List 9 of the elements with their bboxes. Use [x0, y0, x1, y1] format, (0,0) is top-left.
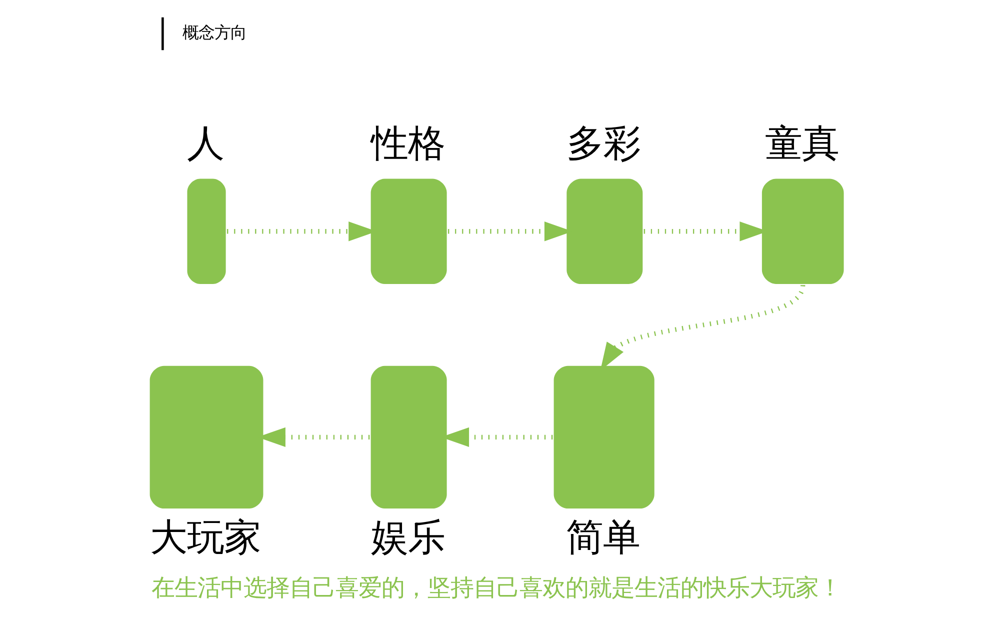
node-label: 人: [186, 121, 224, 166]
diagram-title: 概念方向: [182, 23, 246, 42]
node-label: 性格: [370, 121, 444, 166]
node-label: 多彩: [566, 121, 640, 166]
node-label: 娱乐: [370, 515, 444, 560]
caption: 在生活中选择自己喜爱的，坚持自己喜欢的就是生活的快乐大玩家！: [151, 574, 841, 602]
node-label: 简单: [566, 515, 640, 560]
node-label: 大玩家: [149, 515, 260, 560]
node-label: 童真: [764, 121, 838, 166]
